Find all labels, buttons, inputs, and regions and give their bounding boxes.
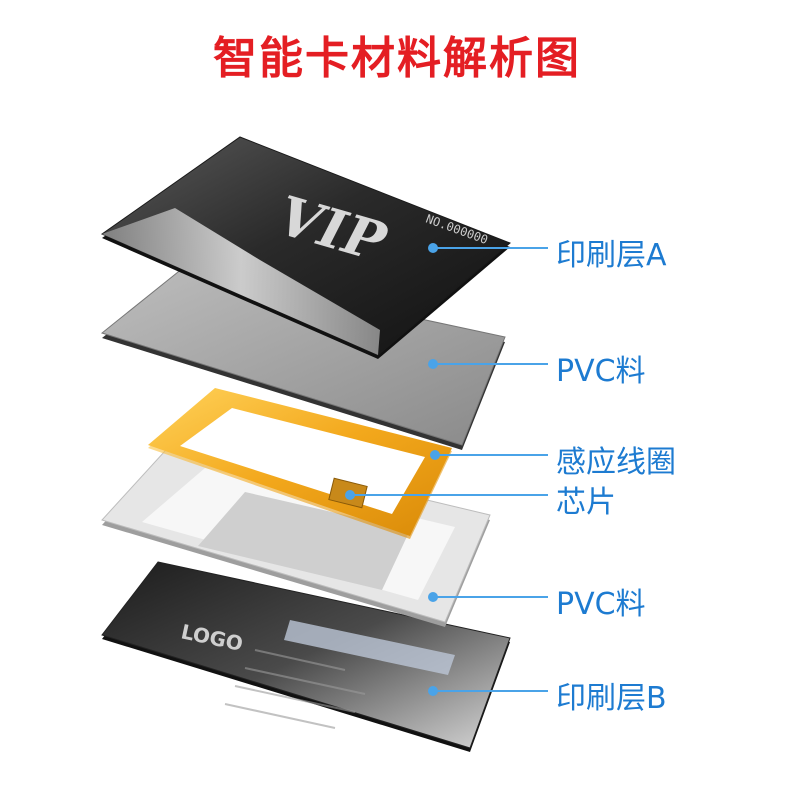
label-pvc-bottom: PVC料 [556,587,646,622]
pvc-bottom-layer [101,439,491,627]
leader-lines [350,247,548,692]
print-layer-b-card: LOGO [101,561,511,752]
hologram-strip [284,620,455,675]
label-print-layer-a: 印刷层A [556,238,667,273]
label-pvc-top: PVC料 [556,354,646,389]
leader-dots [345,243,440,696]
silver-swoosh [102,208,380,355]
print-layer-a-card: VIP NO.000000 [100,136,511,359]
label-print-layer-b: 印刷层B [556,681,667,716]
label-chip: 芯片 [556,485,616,520]
fine-print-lines [224,649,366,729]
diagram-title: 智能卡材料解析图 [213,33,581,84]
label-induction-coil: 感应线圈 [556,445,676,480]
